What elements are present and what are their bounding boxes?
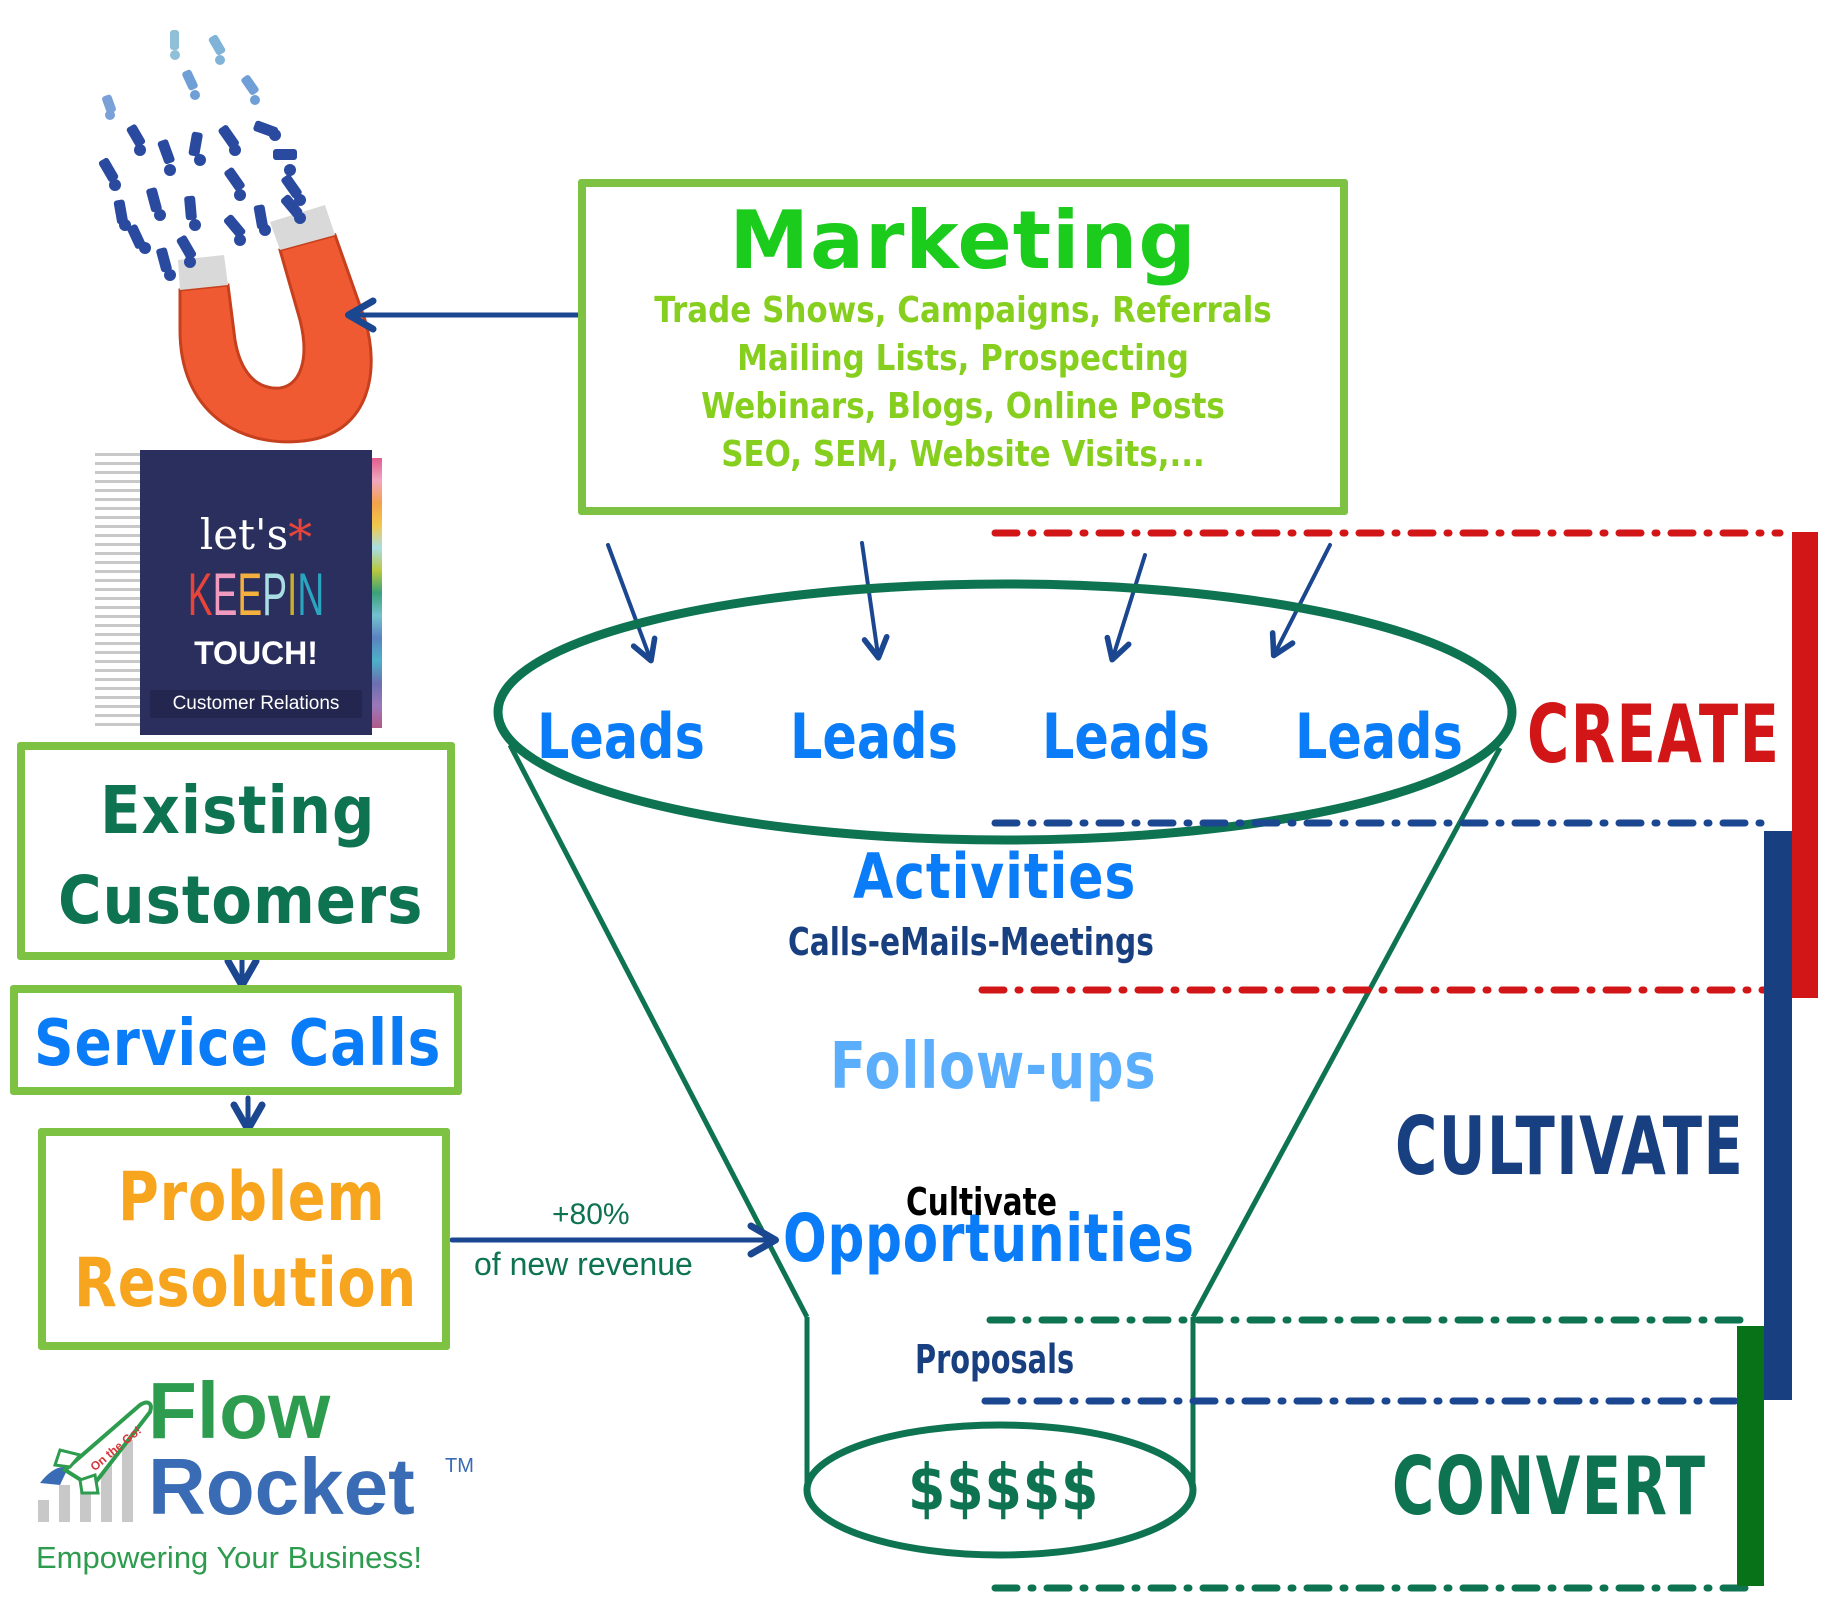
opportunities-label: Opportunities (783, 1200, 1195, 1277)
existing-customers-box: Existing Customers (17, 742, 455, 960)
existing-line-2: Customers (58, 862, 424, 939)
create-bar (1792, 532, 1818, 998)
marketing-line-3: Webinars, Blogs, Online Posts (701, 386, 1225, 427)
planner-asterisk: * (288, 510, 313, 566)
existing-line-1: Existing (100, 772, 376, 849)
people-icon-cluster (98, 30, 306, 281)
lead-label-4: Leads (1295, 700, 1463, 773)
marketing-line-4: SEO, SEM, Website Visits,... (721, 434, 1205, 475)
marketing-to-leads-arrows (606, 541, 1332, 664)
proposals-label: Proposals (915, 1337, 1075, 1383)
marketing-line-2: Mailing Lists, Prospecting (737, 338, 1189, 379)
convert-bar (1737, 1326, 1764, 1586)
followups-label: Follow-ups (830, 1030, 1157, 1104)
marketing-box: Marketing Trade Shows, Campaigns, Referr… (578, 179, 1348, 515)
service-calls-label: Service Calls (34, 1007, 442, 1081)
logo-tagline: Empowering Your Business! (36, 1540, 423, 1575)
revenue-percent: +80% (552, 1198, 630, 1231)
planner-label: Customer Relations (150, 690, 362, 718)
magnet-icon (178, 205, 373, 444)
money-label: $$$$$ (908, 1452, 1100, 1526)
logo-trademark: TM (445, 1455, 474, 1477)
service-calls-box: Service Calls (10, 985, 462, 1095)
left-flow-arrows (224, 957, 779, 1258)
funnel-shape (493, 579, 1517, 1559)
logo-rocket: Rocket (148, 1442, 415, 1531)
customer-relations-planner: let's* KEEPIN TOUCH! Customer Relations (95, 445, 385, 735)
planner-spiral (95, 453, 140, 731)
lead-label-2: Leads (790, 700, 958, 773)
stage-cultivate-label: CULTIVATE (1395, 1100, 1745, 1193)
stage-boundary-lines (978, 529, 1784, 1592)
planner-tabs (372, 458, 382, 728)
problem-line-1: Problem (118, 1158, 386, 1237)
problem-line-2: Resolution (74, 1244, 418, 1323)
planner-cover: let's* KEEPIN TOUCH! Customer Relations (140, 450, 372, 735)
revenue-text: of new revenue (474, 1246, 693, 1282)
marketing-channels: Trade Shows, Campaigns, Referrals Mailin… (586, 287, 1340, 479)
problem-resolution-box: Problem Resolution (38, 1128, 450, 1350)
stage-convert-label: CONVERT (1392, 1440, 1707, 1533)
cultivate-bar (1764, 831, 1792, 1400)
rocket-icon: On the Go! (38, 1400, 153, 1522)
stage-create-label: CREATE (1527, 688, 1781, 781)
planner-lets: let's (199, 510, 289, 559)
flowrocket-logo: On the Go! Flow Rocket TM Empowering You… (20, 1367, 500, 1595)
activities-subtitle: Calls-eMails-Meetings (788, 920, 1154, 964)
planner-keep-in: KEEPIN (187, 561, 325, 628)
lead-label-3: Leads (1042, 700, 1210, 773)
cultivate-note: Cultivate (906, 1180, 1057, 1224)
marketing-title: Marketing (729, 194, 1197, 287)
marketing-line-1: Trade Shows, Campaigns, Referrals (654, 290, 1272, 331)
logo-flow: Flow (148, 1366, 331, 1455)
lead-label-1: Leads (537, 700, 705, 773)
planner-touch: TOUCH! (194, 635, 318, 671)
activities-label: Activities (853, 840, 1137, 913)
